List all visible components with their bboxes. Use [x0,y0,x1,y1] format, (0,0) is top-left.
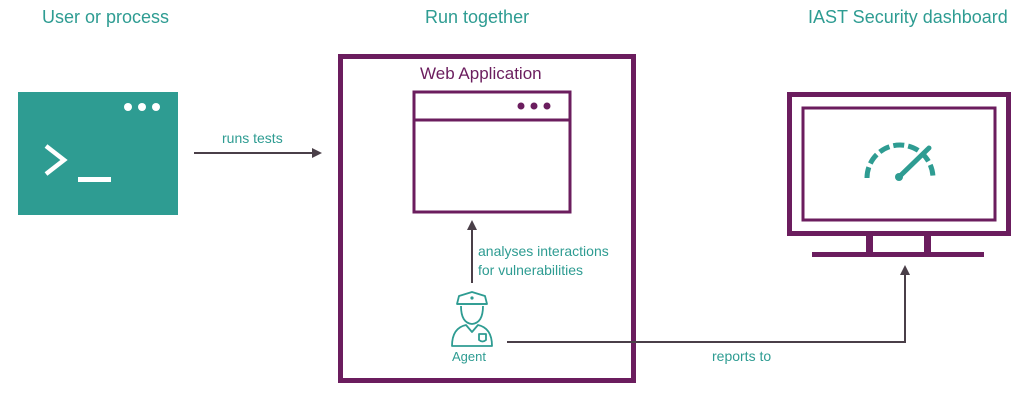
heading-user-or-process: User or process [42,7,170,27]
reports-to-arrow [507,265,910,343]
heading-iast-dashboard: IAST Security dashboard [808,7,1008,27]
runs-tests-label: runs tests [222,130,283,146]
web-application-frame [338,54,636,383]
security-guard-icon [451,291,493,347]
browser-window-icon [412,90,572,214]
analyses-label-line2: for vulnerabilities [478,262,584,278]
reports-to-label: reports to [712,348,772,364]
analyses-label: analyses interactions for vulnerabilitie… [478,242,609,280]
analyses-label-line1: analyses interactions [478,243,609,259]
agent-label: Agent [452,349,486,364]
speedometer-icon [864,142,936,181]
monitor-icon [787,92,1011,257]
terminal-window-icon [18,92,178,215]
web-application-title: Web Application [420,64,542,83]
heading-run-together: Run together [425,7,530,27]
